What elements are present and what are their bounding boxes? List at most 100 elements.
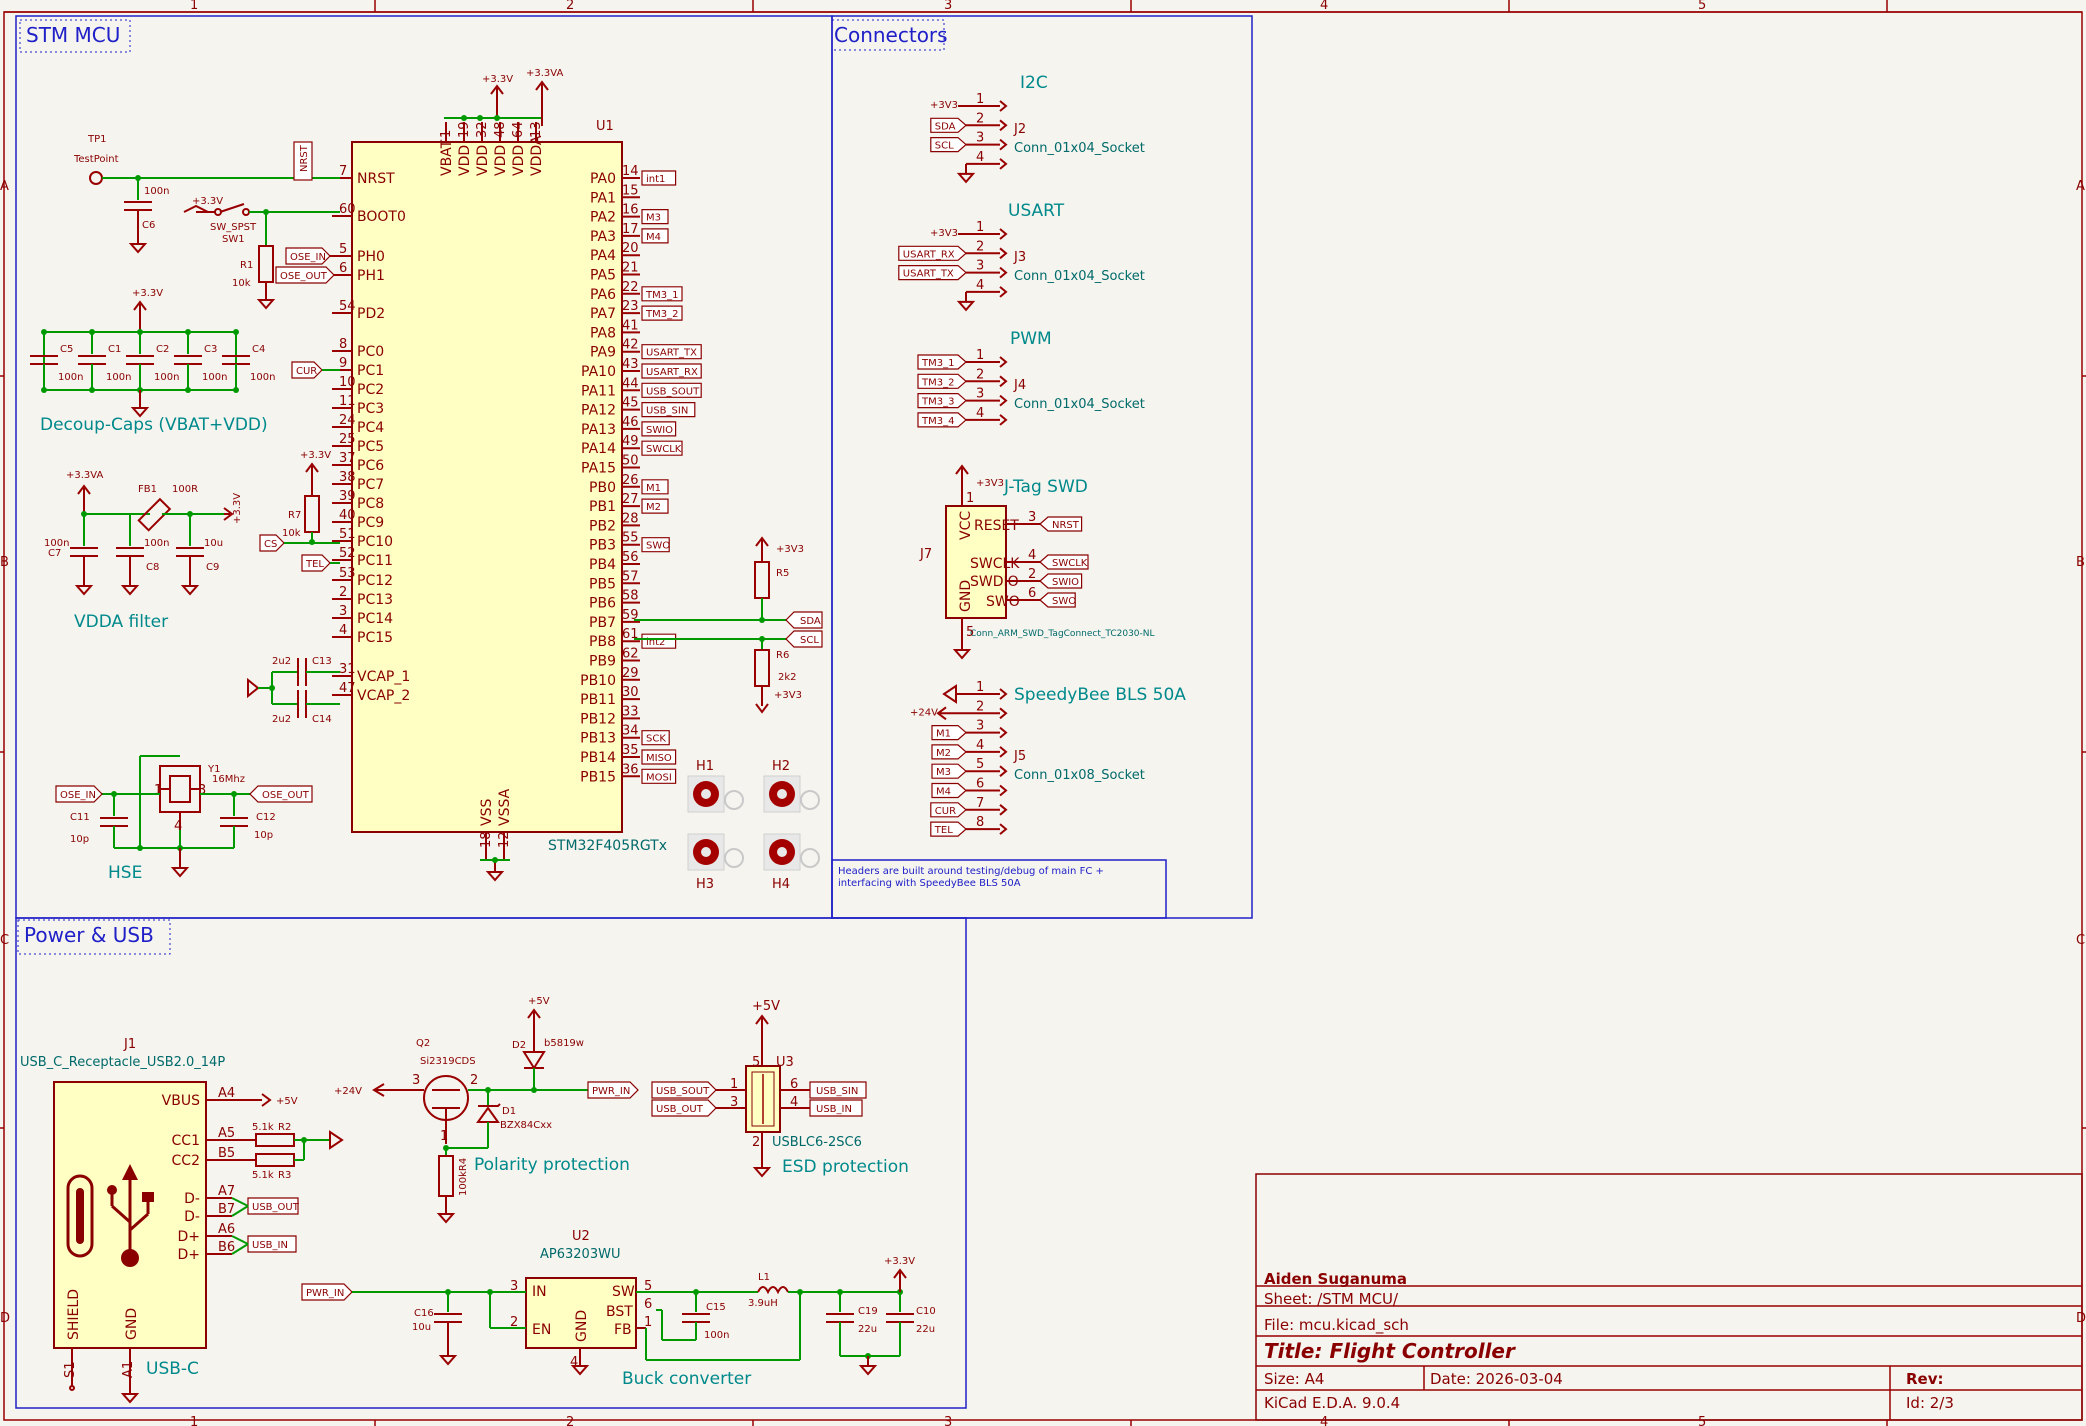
c11-ref: C11 — [70, 812, 90, 823]
mcu-pin-name: PC10 — [357, 534, 393, 550]
mcu-pin-num: 42 — [622, 338, 639, 353]
hole-ref: H2 — [772, 759, 790, 774]
connector-pin-num: 8 — [976, 815, 984, 830]
mcu-net-label: USB_SIN — [646, 406, 688, 417]
connector-pin-num: 3 — [976, 719, 984, 734]
decoup-cap-value: 100n — [154, 372, 179, 383]
connector-pin-num: 1 — [976, 348, 984, 363]
mcu-pin-num: 24 — [339, 413, 356, 428]
mcu-pin-name: VBAT — [439, 139, 455, 176]
mcu-pin-num: 41 — [622, 318, 639, 333]
r1-ref: R1 — [240, 260, 253, 271]
tb-title: Title: Flight Controller — [1264, 1339, 1516, 1363]
mcu-pin-name: PA6 — [590, 287, 616, 303]
tp1-ref: TP1 — [87, 134, 107, 145]
u3-usb-sin: USB_SIN — [816, 1086, 858, 1097]
mcu-pin-name: PA3 — [590, 229, 616, 245]
hse-title: HSE — [108, 863, 142, 883]
connector-title: PWM — [1010, 329, 1052, 349]
j7-pin-num: 5 — [966, 625, 974, 640]
mcu-pin-name: VSS — [479, 799, 495, 826]
mcu-pin-num: 64 — [511, 121, 526, 138]
r3-ref: R3 — [278, 1170, 291, 1181]
tb-sheet: Sheet: /STM MCU/ — [1264, 1290, 1399, 1308]
border-col-2: 2 — [566, 0, 574, 13]
y1-pin3: 3 — [198, 783, 206, 798]
j1-value: USB_C_Receptacle_USB2.0_14P — [20, 1055, 225, 1070]
border-row-d: D — [0, 1311, 10, 1326]
j1-pin-name: D+ — [177, 1247, 200, 1263]
connector-net-label: M4 — [936, 787, 951, 798]
c16-ref: C16 — [414, 1308, 434, 1319]
j7-ref: J7 — [919, 547, 932, 562]
u3-usb-out: USB_OUT — [656, 1104, 704, 1115]
pwr-in-label-top: PWR_IN — [592, 1086, 630, 1097]
mcu-pin-name: PD2 — [357, 306, 385, 322]
mcu-pin-name: PB3 — [589, 538, 616, 554]
fb1-value: 100R — [172, 484, 198, 495]
mcu-pin-num: 55 — [622, 531, 639, 546]
connector-net-label: TM3_3 — [921, 397, 954, 408]
mcu-pin-name: PB13 — [580, 731, 616, 747]
mcu-pin-name: VCAP_1 — [357, 669, 410, 685]
mcu-pin-name: PC1 — [357, 363, 384, 379]
q2-pin3: 3 — [412, 1073, 420, 1088]
mcu-pin-name: PB12 — [580, 711, 616, 727]
mcu-pin-num: 45 — [622, 396, 639, 411]
mcu-net-label: MOSI — [646, 772, 672, 783]
mcu-pin-num: 3 — [339, 604, 347, 619]
mcu-pin-name: PH1 — [357, 268, 385, 284]
mcu-pin-name: PC0 — [357, 344, 384, 360]
mcu-pin-name: VDD — [457, 145, 473, 176]
mcu-pin-name: PB9 — [589, 654, 616, 670]
connector-value: Conn_01x04_Socket — [1014, 269, 1145, 284]
connector-title: I2C — [1020, 73, 1048, 93]
border-col-1: 1 — [190, 0, 198, 13]
u2-in: IN — [532, 1284, 547, 1300]
mcu-pin-name: PA15 — [581, 461, 616, 477]
l1-value: 3.9uH — [748, 1298, 778, 1309]
mcu-net-label: M2 — [646, 502, 661, 513]
mcu-pin-num: 12 — [497, 831, 512, 848]
pwr-3v3a-mcu: +3.3VA — [526, 68, 563, 79]
mcu-pin-num: 19 — [457, 121, 472, 138]
mcu-pin-name: PA13 — [581, 422, 616, 438]
c12-ref: C12 — [256, 812, 276, 823]
mcu-pin-name: PA8 — [590, 325, 616, 341]
j1-pin-name: D+ — [177, 1229, 200, 1245]
u3-pin6: 6 — [790, 1077, 798, 1092]
connector-pin-num: 3 — [976, 387, 984, 402]
mcu-pin-num: 2 — [339, 585, 347, 600]
connector-pin-num: 1 — [976, 220, 984, 235]
decoup-cap-ref: C2 — [156, 344, 169, 355]
mcu-pin-num: 5 — [339, 242, 347, 257]
j1-pin-num: A5 — [218, 1126, 235, 1141]
mcu-pin-num: 1 — [439, 130, 454, 138]
j1-ref: J1 — [123, 1037, 136, 1052]
connector-net-label: CUR — [935, 806, 956, 817]
c14-ref: C14 — [312, 714, 332, 725]
r4-value: 100k — [458, 1171, 469, 1196]
pwr-in-label-buck: PWR_IN — [306, 1288, 344, 1299]
mcu-pin-num: 8 — [339, 337, 347, 352]
j1-title: USB-C — [146, 1359, 199, 1379]
vdda-cap-ref: C8 — [146, 562, 159, 573]
fb1-ref: FB1 — [138, 484, 157, 495]
buck-title: Buck converter — [622, 1369, 751, 1389]
ose-out-label-mcu: OSE_OUT — [280, 271, 328, 282]
c15-value: 100n — [704, 1330, 729, 1341]
border-row-b: B — [0, 555, 9, 570]
j1-pin-name: D- — [184, 1209, 200, 1225]
mcu-pin-num: 6 — [339, 261, 347, 276]
j7-net-label: SWO — [1052, 596, 1076, 607]
mcu-net-label: M3 — [646, 213, 661, 224]
border-row-c: C — [0, 933, 9, 948]
u2-fb: FB — [614, 1322, 632, 1338]
mcu-pin-num: 53 — [339, 566, 356, 581]
connector-net-label: USART_RX — [903, 249, 955, 260]
mcu-pin-name: PC15 — [357, 630, 393, 646]
connector-net-label: M3 — [936, 767, 951, 778]
tb-tool: KiCad E.D.A. 9.0.4 — [1264, 1394, 1400, 1412]
r5-pwr: +3V3 — [776, 544, 804, 555]
decoup-cap-ref: C5 — [60, 344, 73, 355]
